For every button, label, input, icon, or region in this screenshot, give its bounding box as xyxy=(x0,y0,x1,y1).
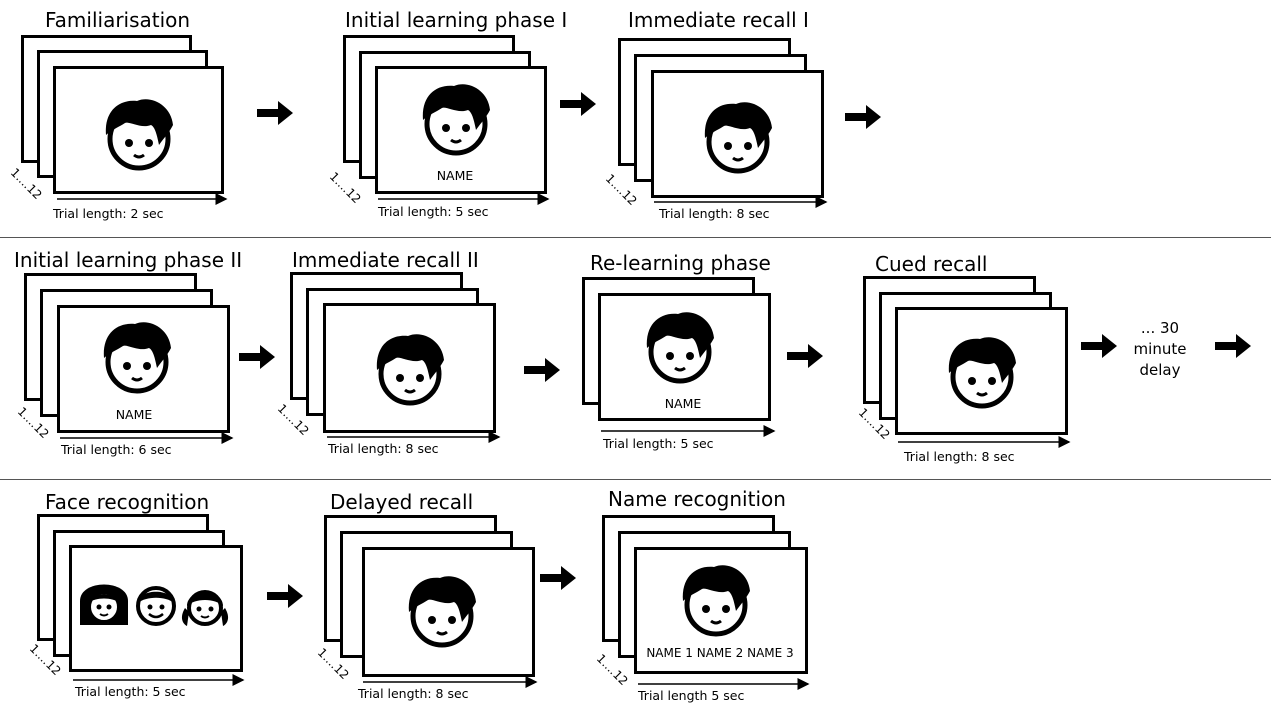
phase-title-initial-learning-2: Initial learning phase II xyxy=(14,248,243,272)
trial-length-label: Trial length: 2 sec xyxy=(53,206,164,221)
face-icon xyxy=(377,334,444,403)
phase-title-re-learning: Re-learning phase xyxy=(590,251,771,275)
name-options-label: NAME 1 NAME 2 NAME 3 xyxy=(646,646,794,660)
face-icon xyxy=(409,576,476,645)
trial-length-label: Trial length: 8 sec xyxy=(328,441,439,456)
row-divider xyxy=(0,237,1271,238)
phase-title-initial-learning-1: Initial learning phase I xyxy=(345,8,568,32)
phase-title-delayed-recall: Delayed recall xyxy=(330,490,474,514)
face-icon xyxy=(423,84,490,153)
phase-title-cued-recall: Cued recall xyxy=(875,252,988,276)
name-label: NAME xyxy=(115,407,153,422)
phase-title-name-recognition: Name recognition xyxy=(608,487,786,511)
face-icon xyxy=(106,99,173,168)
female-face-icon xyxy=(78,582,130,627)
row-divider xyxy=(0,479,1271,480)
smiling-face-icon xyxy=(136,586,176,626)
face-icon xyxy=(949,337,1016,406)
phase-title-immediate-recall-1: Immediate recall I xyxy=(628,8,809,32)
phase-title-face-recognition: Face recognition xyxy=(45,490,210,514)
face-icon xyxy=(683,565,750,634)
phase-title-familiarisation: Familiarisation xyxy=(45,8,191,32)
trial-length-label: Trial length: 5 sec xyxy=(603,436,714,451)
trial-length-label: Trial length: 5 sec xyxy=(378,204,489,219)
face-icon xyxy=(705,102,772,171)
trial-length-label: Trial length: 6 sec xyxy=(61,442,172,457)
face-icon xyxy=(647,312,714,381)
trial-length-label: Trial length 5 sec xyxy=(638,688,745,703)
name-label: NAME xyxy=(436,168,474,183)
trial-card-front xyxy=(362,547,535,677)
phase-title-immediate-recall-2: Immediate recall II xyxy=(292,248,479,272)
trial-length-label: Trial length: 8 sec xyxy=(659,206,770,221)
trial-length-label: Trial length: 5 sec xyxy=(75,684,186,699)
name-label: NAME xyxy=(664,396,702,411)
trial-length-label: Trial length: 8 sec xyxy=(358,686,469,701)
female-face-icon xyxy=(179,590,231,628)
trial-length-label: Trial length: 8 sec xyxy=(904,449,1015,464)
face-icon xyxy=(104,322,171,391)
